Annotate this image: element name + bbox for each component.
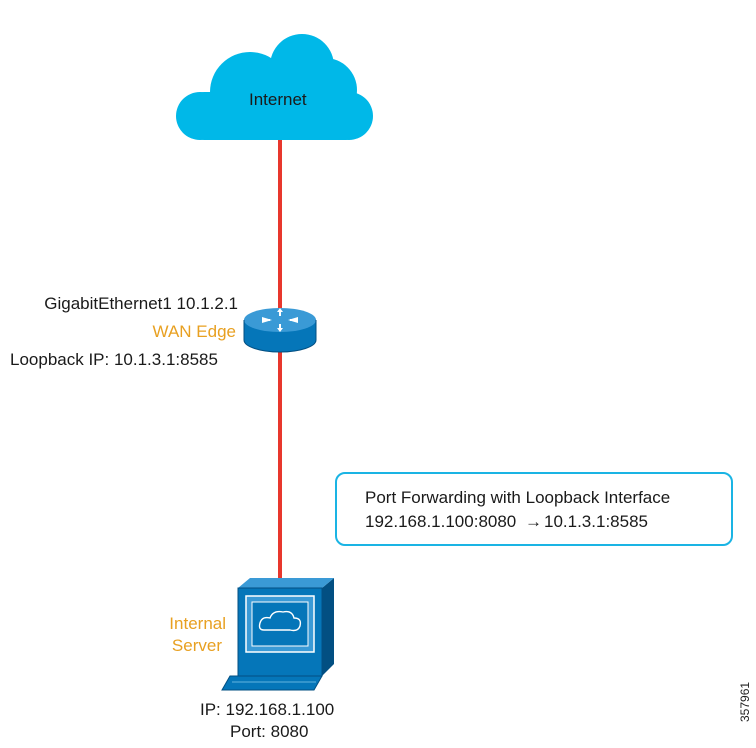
- port-forwarding-callout: Port Forwarding with Loopback Interface …: [335, 472, 733, 546]
- mapping-from: 192.168.1.100:8080: [365, 512, 517, 531]
- callout-title: Port Forwarding with Loopback Interface: [365, 488, 671, 507]
- server-ip-label: IP: 192.168.1.100: [200, 700, 335, 719]
- internet-label: Internet: [249, 90, 307, 109]
- cloud-icon: [176, 34, 373, 140]
- figure-number: 357961: [738, 681, 752, 722]
- server-name-line2: Server: [171, 636, 222, 655]
- server-icon: [221, 578, 334, 691]
- router-interface-label: GigabitEthernet1 10.1.2.1: [44, 294, 238, 313]
- server-name-line1: Internal: [169, 614, 226, 633]
- router-icon: [243, 308, 317, 353]
- router-name-label: WAN Edge: [152, 322, 236, 341]
- mapping-to: 10.1.3.1:8585: [544, 512, 648, 531]
- arrow-right-icon: →: [525, 512, 542, 531]
- server-port-label: Port: 8080: [230, 722, 309, 741]
- callout-mapping: 192.168.1.100:8080 →10.1.3.1:8585: [365, 512, 648, 532]
- router-loopback-label: Loopback IP: 10.1.3.1:8585: [10, 350, 218, 369]
